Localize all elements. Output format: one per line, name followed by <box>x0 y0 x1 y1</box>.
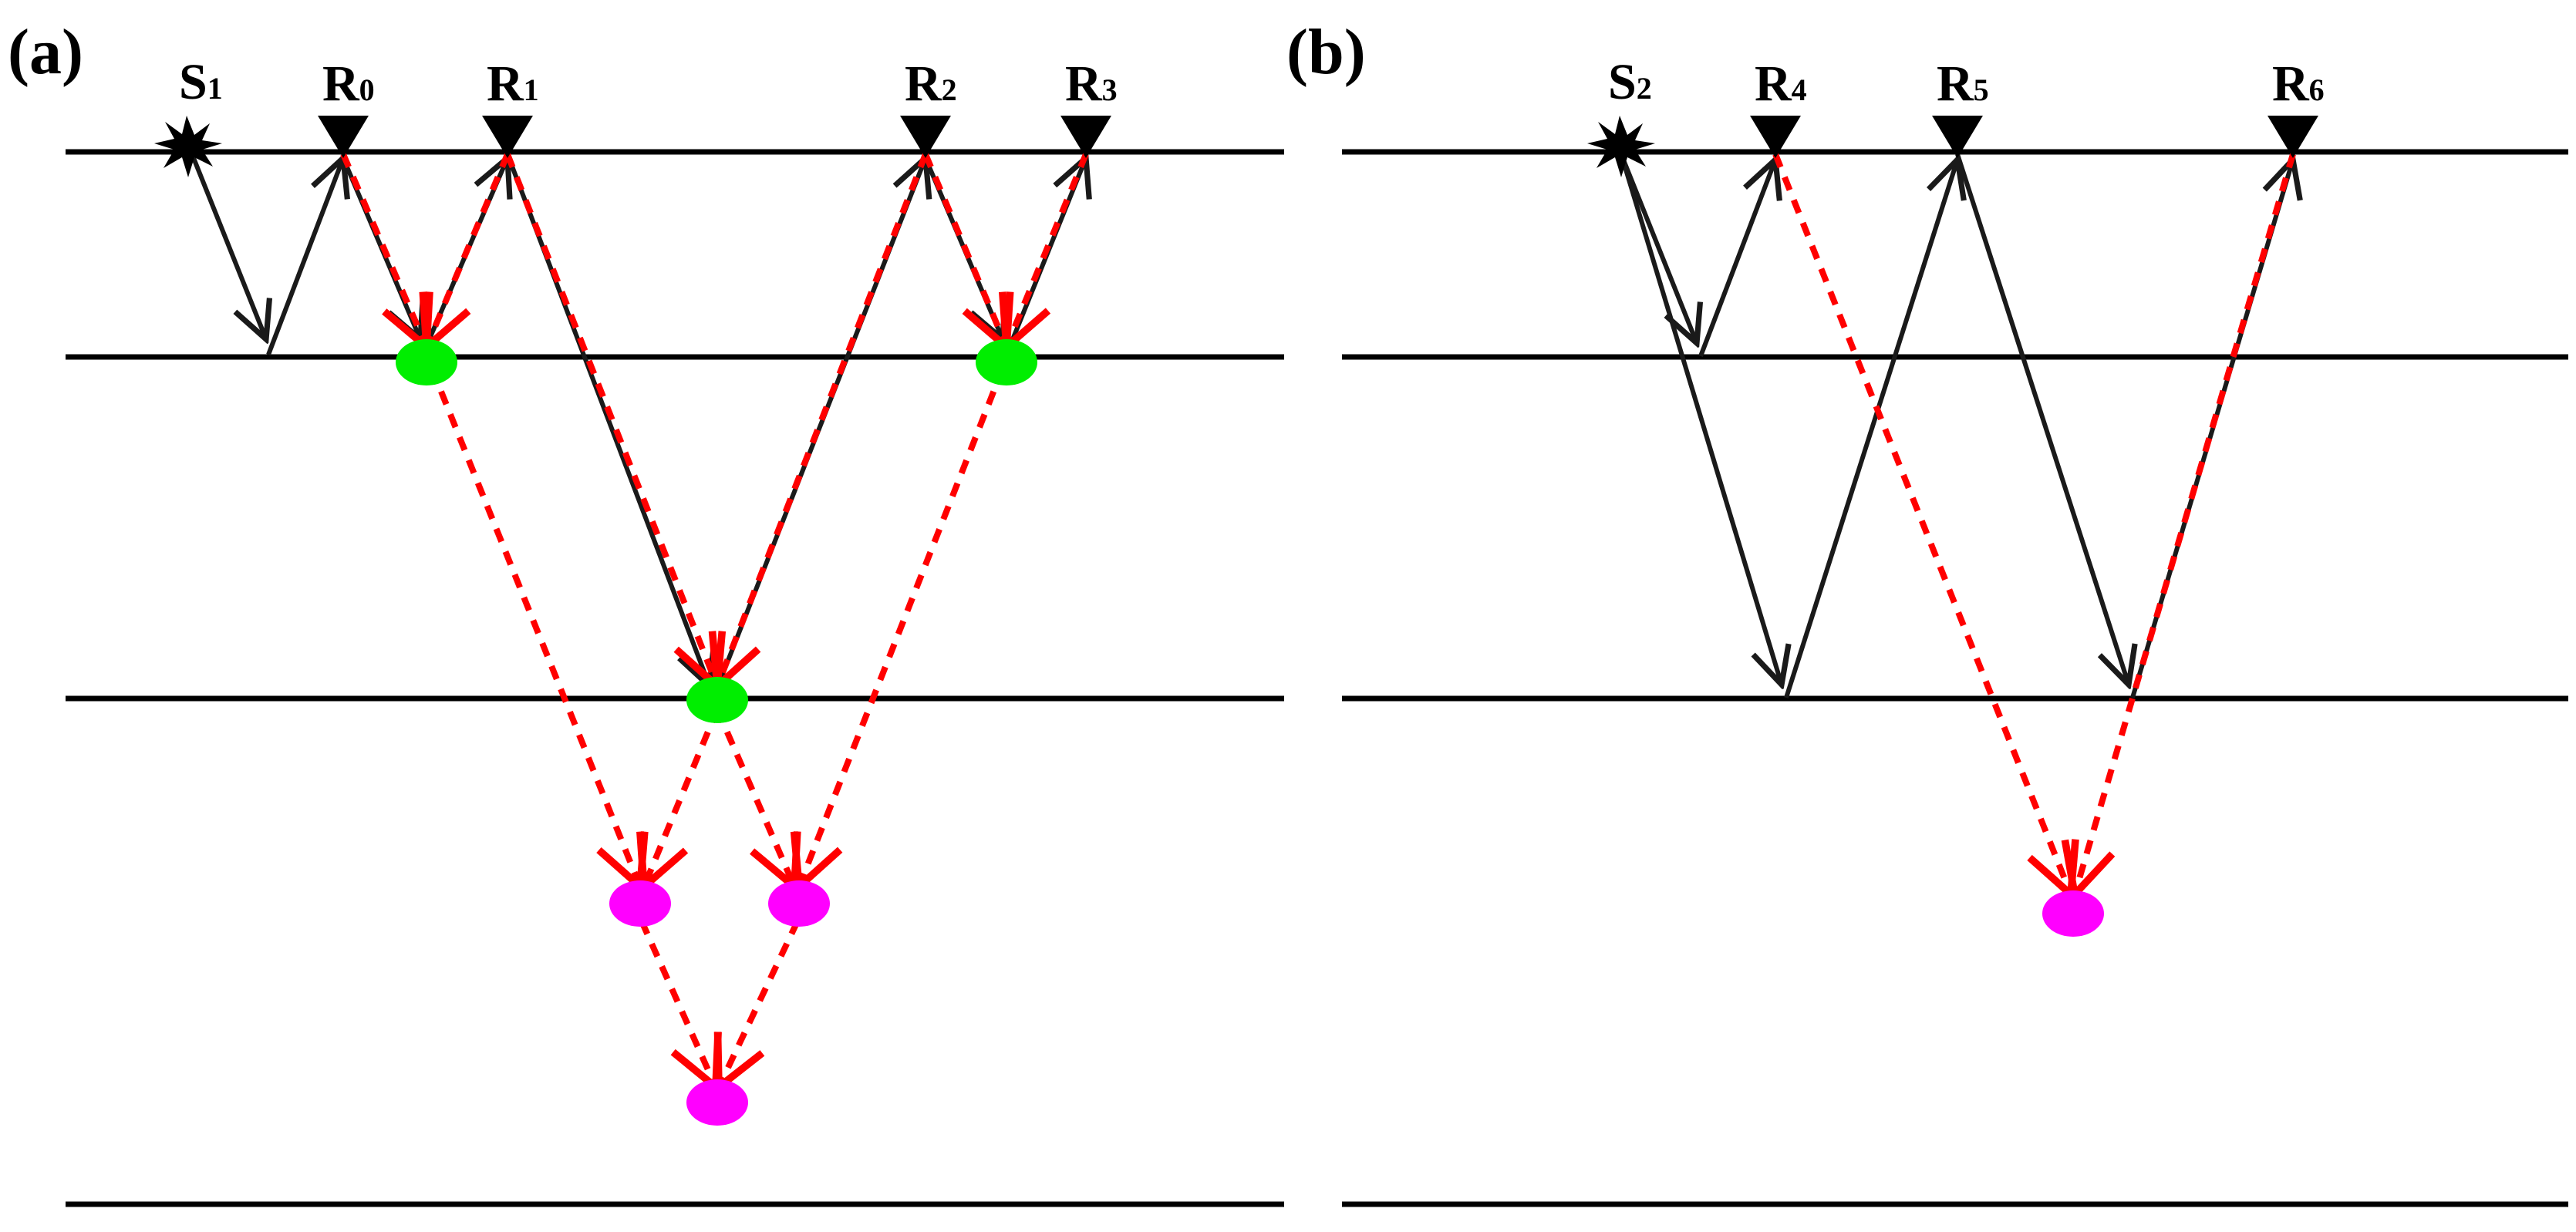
virtual-magenta2-to-magenta3 <box>719 920 801 1087</box>
virtual-r3-to-green3 <box>1006 153 1089 347</box>
virtual-r4-to-magenta <box>1772 153 2071 894</box>
ray-up-to-r0 <box>266 158 343 356</box>
panel-a-virtual-rays <box>340 153 1089 1087</box>
panel-a-layers <box>66 149 1284 1207</box>
receiver-triangle-icon <box>1750 116 1801 158</box>
receiver-triangle-icon <box>318 116 369 158</box>
ray-r1-deep-down <box>505 153 710 686</box>
ray-s1-down <box>187 145 266 339</box>
source-star-icon <box>1587 116 1655 177</box>
ray-s2-down-short <box>1619 153 1697 343</box>
source-s1-label: S1 <box>179 54 223 110</box>
second-order-point <box>2042 890 2104 937</box>
virtual-green3-to-magenta2 <box>799 367 1006 887</box>
receiver-r1-label: R1 <box>487 56 539 112</box>
receiver-r2-label: R2 <box>905 56 957 112</box>
panel-a-image-points <box>396 339 1037 1126</box>
receiver-triangle-icon <box>900 116 951 158</box>
virtual-r6-to-magenta <box>2075 153 2296 894</box>
receiver-r3-label: R3 <box>1065 56 1118 112</box>
panel-b-virtual-rays <box>1772 153 2296 894</box>
receiver-triangle-icon <box>2267 116 2318 158</box>
second-order-point <box>768 880 830 927</box>
receiver-triangle-icon <box>482 116 533 158</box>
source-star-icon <box>154 116 222 177</box>
virtual-r2-to-green2 <box>717 153 929 686</box>
first-order-point <box>976 339 1037 385</box>
virtual-r0-to-green1 <box>340 153 427 347</box>
receiver-r0-label: R0 <box>322 56 375 112</box>
panel-a-label: (a) <box>8 16 83 88</box>
virtual-r2-to-green3 <box>922 153 1006 347</box>
receiver-r6-label: R6 <box>2272 56 2325 112</box>
receiver-r4-label: R4 <box>1755 56 1807 112</box>
ray-up-to-r4 <box>1698 160 1775 358</box>
virtual-green2-to-magenta1 <box>644 708 720 887</box>
ray-r5-down-deep <box>1955 153 2129 685</box>
receiver-r5-label: R5 <box>1937 56 1989 112</box>
virtual-green1-to-magenta1 <box>429 367 640 887</box>
panel-b-layers <box>1342 149 2568 1207</box>
virtual-r1-to-green2 <box>504 153 717 686</box>
source-s2-label: S2 <box>1608 54 1652 110</box>
panel-b-label: (b) <box>1286 16 1366 88</box>
second-order-point <box>686 1079 748 1126</box>
receiver-triangle-icon <box>1060 116 1111 158</box>
ray-s2-down-deep <box>1619 153 1782 685</box>
ray-up-to-r5 <box>1784 160 1957 698</box>
virtual-green2-to-magenta2 <box>714 708 794 887</box>
virtual-magenta1-to-magenta3 <box>639 920 716 1087</box>
virtual-r1-to-green1 <box>427 153 511 347</box>
panel-a-receivers: R0 R1 R2 R3 <box>318 56 1118 158</box>
panel-b-receivers: R4 R5 R6 <box>1750 56 2325 158</box>
second-order-point <box>609 880 671 927</box>
first-order-point <box>686 677 748 723</box>
first-order-point <box>396 339 457 385</box>
panel-b: (b) <box>1286 16 2568 1207</box>
receiver-triangle-icon <box>1932 116 1983 158</box>
panel-a: (a) <box>8 16 1284 1207</box>
panel-a-real-rays <box>187 145 1086 699</box>
